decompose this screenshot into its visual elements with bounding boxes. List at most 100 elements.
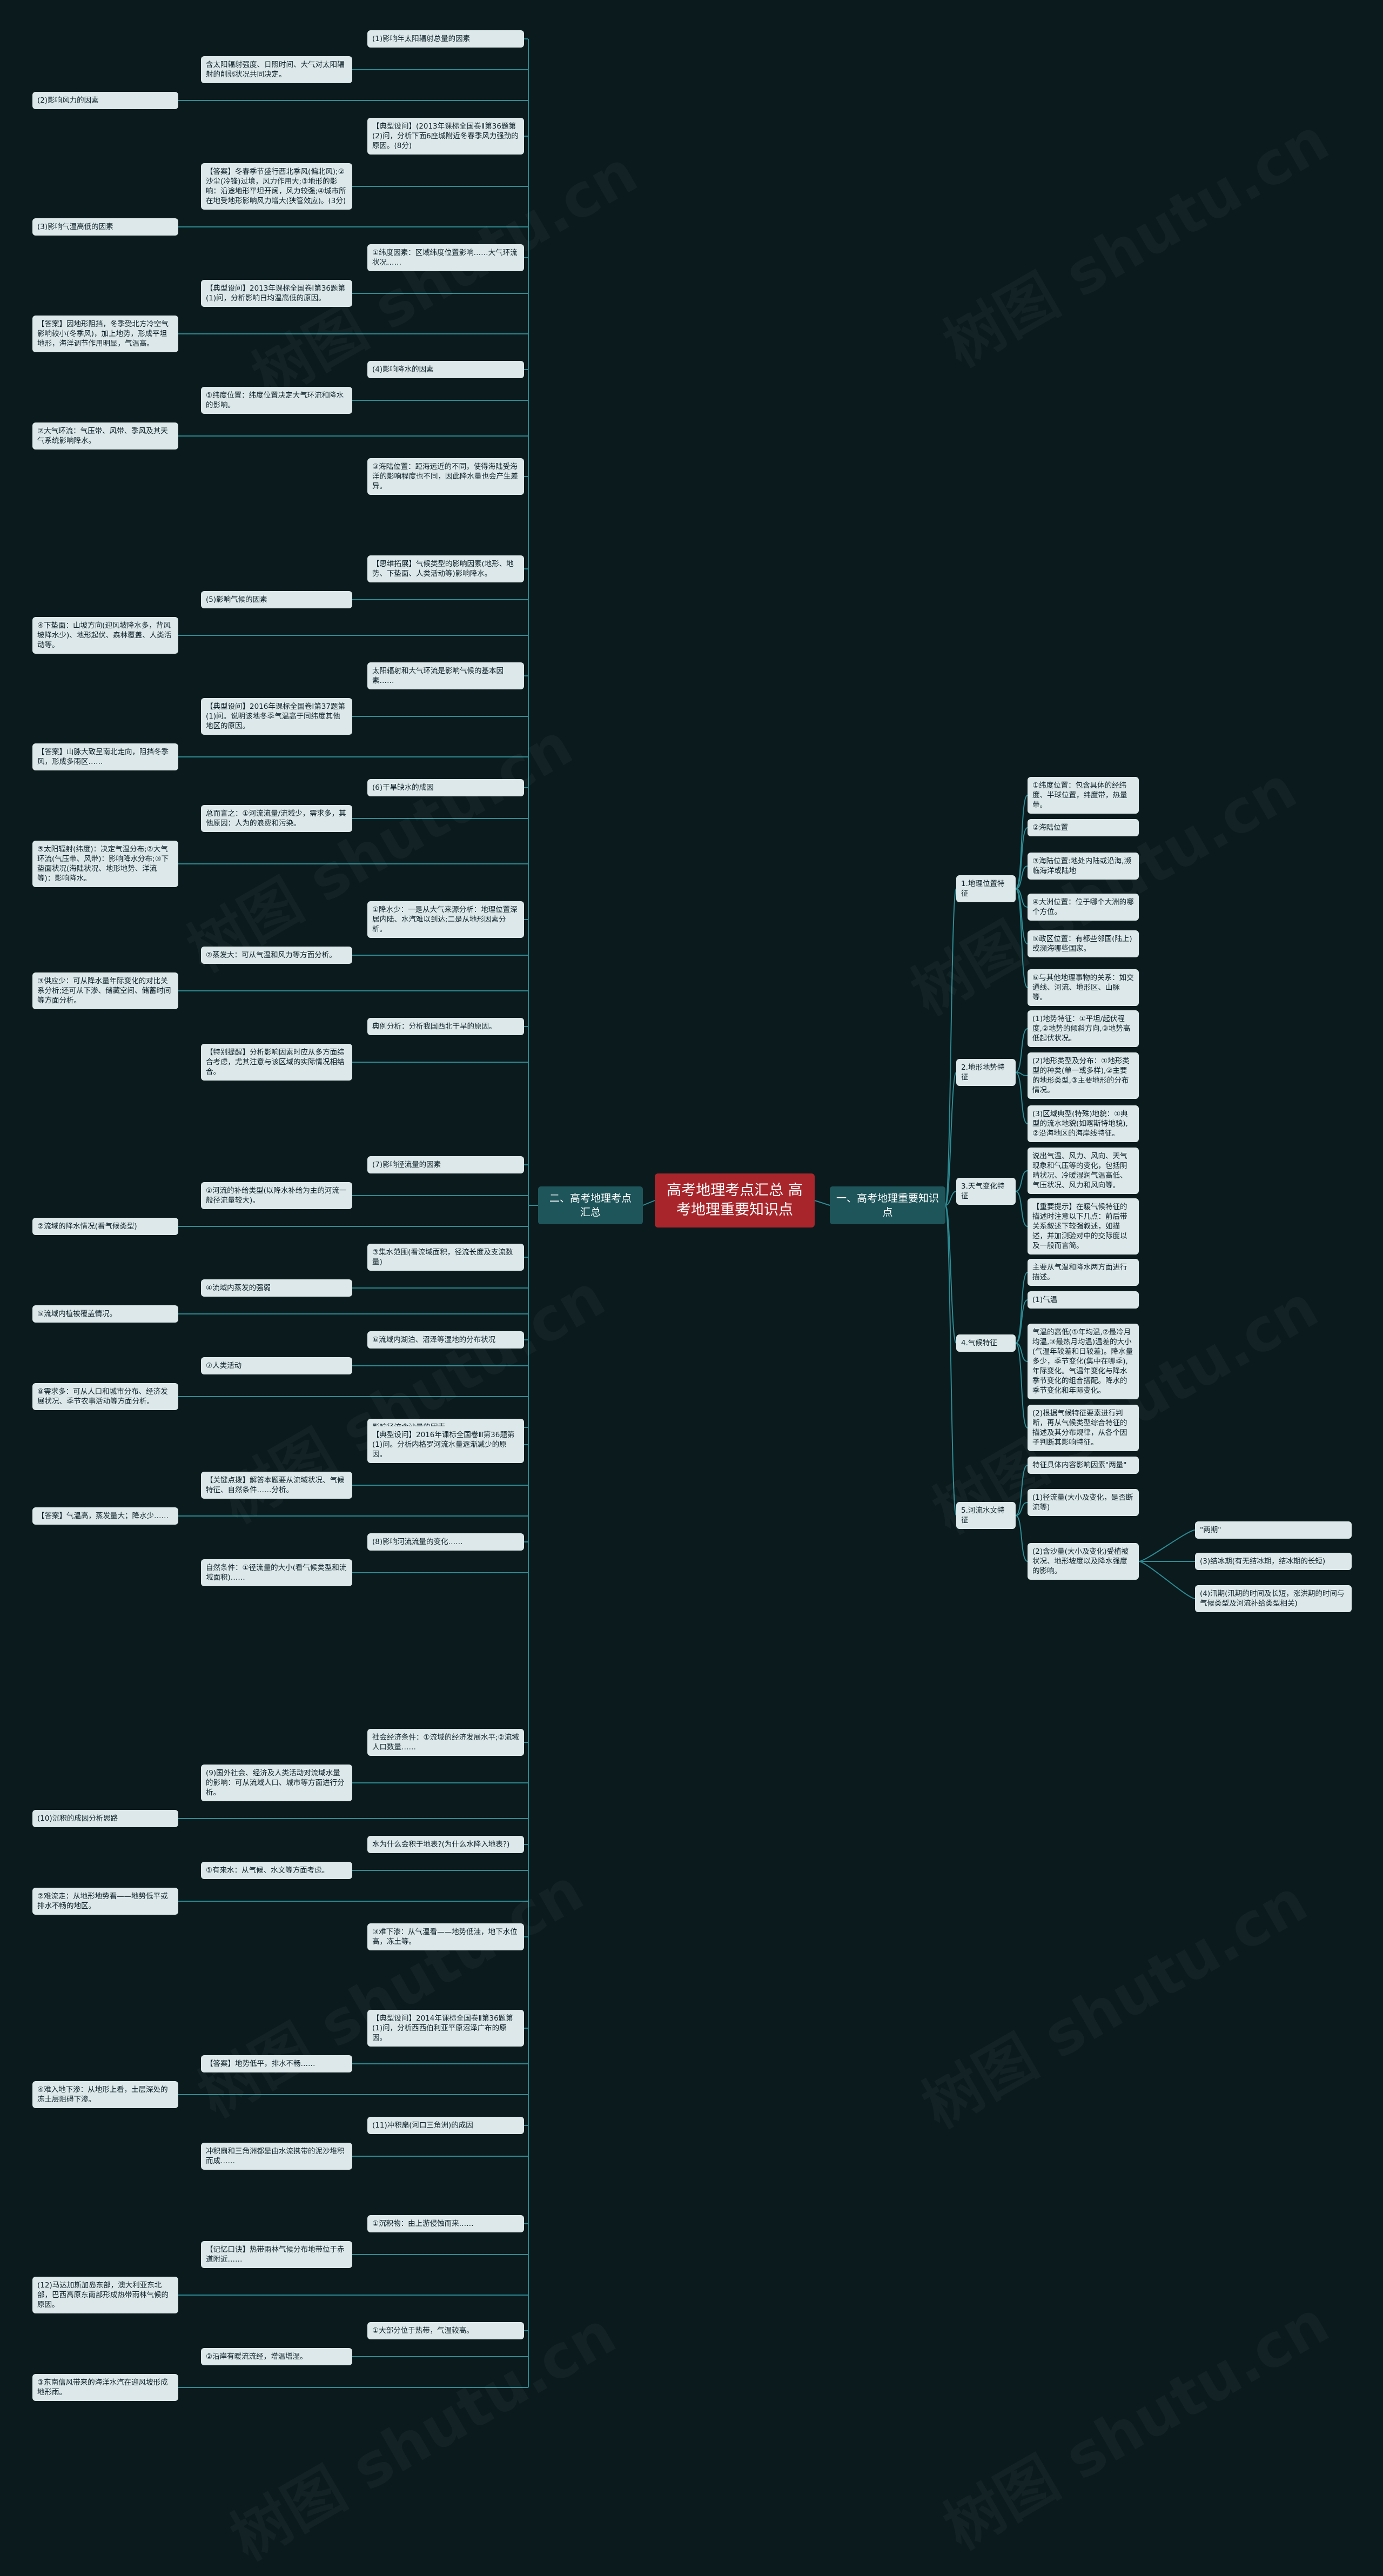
root-to-right <box>814 1200 830 1206</box>
left-section-3-item[interactable]: 【特别提醒】分析影响因素时应从多方面综合考虑，尤其注意与该区域的实际情况相结合。 <box>201 1044 352 1081</box>
left-section-7-item[interactable]: 【答案】地势低平，排水不畅…… <box>201 2055 352 2072</box>
left-section-6-item[interactable]: ②难流走：从地形地势看——地势低平或排水不畅的地区。 <box>32 1888 178 1915</box>
left-section-7-item[interactable]: 【典型设问】2014年课标全国卷Ⅱ第36题第(1)问，分析西西伯利亚平原沼泽广布… <box>367 2010 524 2047</box>
left-section-8-item[interactable]: ①大部分位于热带，气温较高。 <box>367 2322 524 2339</box>
left-section-7-item[interactable]: (11)冲积扇(河口三角洲)的成因 <box>367 2117 524 2134</box>
right-group-1-item[interactable]: ⑤政区位置：有都些邻国(陆上)或濒海哪些国家。 <box>1028 930 1139 957</box>
right-group-4-item[interactable]: 气温的高低(①年均温,②最冷月均温,③最热月均温)温差的大小(气温年较差和日较差… <box>1028 1324 1139 1399</box>
left-section-4-item[interactable]: ④流域内蒸发的强弱 <box>201 1279 352 1297</box>
left-section-1-item[interactable]: ②大气环流：气压带、风带、季风及其天气系统影响降水。 <box>32 422 178 450</box>
right-item-link <box>1015 827 1028 889</box>
left-section-3-item[interactable]: ①降水少：一是从大气来源分析：地理位置深居内陆、水汽难以到达;二是从地形因素分析… <box>367 901 524 938</box>
left-section-4-item[interactable]: ①河流的补给类型(以降水补给为主的河流一般径流量较大)。 <box>201 1182 352 1209</box>
left-section-7-item[interactable]: 冲积扇和三角洲都是由水流携带的泥沙堆积而成…… <box>201 2143 352 2170</box>
right-branch-link <box>945 888 957 1206</box>
left-section-8-item[interactable]: ①沉积物：由上游侵蚀而来…… <box>367 2215 524 2232</box>
left-section-8-item[interactable]: (12)马达加斯加岛东部，澳大利亚东北部，巴西高原东南部形成热带雨林气候的原因。 <box>32 2277 178 2313</box>
left-section-8-item[interactable]: ②沿岸有暖流流经，增温增湿。 <box>201 2348 352 2365</box>
left-section-1-item[interactable]: 【典型设问】2013年课标全国卷Ⅰ第36题第(1)问，分析影响日均温高低的原因。 <box>201 280 352 307</box>
left-section-2-item[interactable]: ④下垫面：山坡方向(迎风坡降水多，背风坡降水少)、地形起伏、森林覆盖、人类活动等… <box>32 617 178 654</box>
right-group-5-item[interactable]: 特征具体内容影响因素"两量" <box>1028 1457 1139 1474</box>
right-item-link <box>1015 1072 1028 1124</box>
right-group-5-item[interactable]: (4)汛期(汛期的时间及长短，涨洪期的时间与气候类型及河流补给类型相关) <box>1195 1585 1352 1612</box>
right-group-4[interactable]: 4.气候特征 <box>956 1334 1016 1352</box>
left-section-4-item[interactable]: ⑦人类活动 <box>201 1357 352 1374</box>
left-section-5-item[interactable]: (8)影响河流流量的变化…… <box>367 1533 524 1551</box>
left-section-4-item[interactable]: ③集水范围(看流域面积，径流长度及支流数量) <box>367 1244 524 1271</box>
left-section-6-item[interactable]: (10)沉积的成因分析思路 <box>32 1810 178 1827</box>
right-item-link <box>1015 1191 1028 1227</box>
right-group-3[interactable]: 3.天气变化特征 <box>956 1178 1016 1205</box>
left-section-2-item[interactable]: 【思维拓展】气候类型的影响因素(地形、地势、下垫面、人类活动等)影响降水。 <box>367 555 524 582</box>
left-section-1-item[interactable]: ①纬度位置：纬度位置决定大气环流和降水的影响。 <box>201 387 352 414</box>
left-section-1-item[interactable]: (4)影响降水的因素 <box>367 361 524 378</box>
left-section-3-item[interactable]: ③供应少：可从降水量年际变化的对比关系分析;还可从下渗、储藏空间、储蓄时间等方面… <box>32 972 178 1009</box>
left-section-1-item[interactable]: (1)影响年太阳辐射总量的因素 <box>367 30 524 48</box>
right-group-5-item[interactable]: "两期" <box>1195 1521 1352 1539</box>
left-section-6-item[interactable]: ①有来水：从气候、水文等方面考虑。 <box>201 1862 352 1879</box>
right-branch-link <box>945 1191 957 1206</box>
left-section-3-item[interactable]: ②蒸发大：可从气温和风力等方面分析。 <box>201 947 352 964</box>
branch-right[interactable]: 一、高考地理重要知识点 <box>830 1186 945 1224</box>
left-section-2-item[interactable]: 【典型设问】2016年课标全国卷Ⅰ第37题第(1)问。说明该地冬季气温高于同纬度… <box>201 698 352 735</box>
right-item-link <box>1015 1502 1028 1516</box>
root-topic[interactable]: 高考地理考点汇总 高考地理重要知识点 <box>655 1173 815 1227</box>
left-section-2-item[interactable]: 【答案】山脉大致呈南北走向，阻挡冬季风，形成多雨区…… <box>32 743 178 770</box>
left-section-4-item[interactable]: (7)影响径流量的因素 <box>367 1156 524 1173</box>
left-section-6-item[interactable]: ③难下渗：从气温看——地势低洼，地下水位高，冻土等。 <box>367 1923 524 1950</box>
left-section-5-item[interactable]: 自然条件：①径流量的大小(看气候类型和流域面积)…… <box>201 1559 352 1586</box>
left-section-6-item[interactable]: 水为什么会积于地表?(为什么水降入地表?) <box>367 1836 524 1853</box>
root-to-left <box>642 1200 655 1206</box>
left-section-1-item[interactable]: (2)影响风力的因素 <box>32 92 178 109</box>
left-section-1-item[interactable]: 【典型设问】(2013年课标全国卷Ⅱ第36题第(2)问，分析下面6座城附近冬春季… <box>367 118 524 155</box>
left-section-2-item[interactable]: (6)干旱缺水的成因 <box>367 779 524 796</box>
right-group-5-item[interactable]: (1)径流量(大小及变化，是否断流等) <box>1028 1489 1139 1516</box>
right-group-4-item[interactable]: (2)根据气候特征要素进行判断，再从气候类型综合特征的描述及其分布规律，从各个因… <box>1028 1405 1139 1451</box>
right-group-3-item[interactable]: 【重要提示】在暖气候特征的描述时注意以下几点：前后带关系叙述下较强叙述，如描述，… <box>1028 1198 1139 1255</box>
right-group-5-item[interactable]: (2)含沙量(大小及变化)受植被状况、地形坡度以及降水强度的影响。 <box>1028 1543 1139 1580</box>
left-section-7-item[interactable]: ④难入地下渗：从地形上看，土层深处的冻土层阻碍下渗。 <box>32 2081 178 2108</box>
left-section-4-item[interactable]: ⑤流域内植被覆盖情况。 <box>32 1305 178 1323</box>
left-section-1-item[interactable]: (3)影响气温高低的因素 <box>32 218 178 236</box>
right-group-5-item[interactable]: (3)结冰期(有无结冰期，结冰期的长短) <box>1195 1553 1352 1570</box>
left-section-4-item[interactable]: ⑥流域内湖泊、沼泽等湿地的分布状况 <box>367 1331 524 1349</box>
left-section-5-item[interactable]: 【典型设问】2016年课标全国卷Ⅲ第36题第(1)问。分析内格罗河流水量逐渐减少… <box>367 1426 524 1463</box>
right-group-4-item[interactable]: 主要从气温和降水两方面进行描述。 <box>1028 1259 1139 1286</box>
left-section-1-item[interactable]: 【答案】冬春季节盛行西北季风(偏北风);②沙尘(冷锋)过境，风力作用大;③地形的… <box>201 163 352 210</box>
left-section-2-item[interactable]: 太阳辐射和大气环流是影响气候的基本因素…… <box>367 662 524 689</box>
left-section-1-item[interactable]: ①纬度因素：区域纬度位置影响……大气环流状况…… <box>367 244 524 271</box>
left-section-2-item[interactable]: 总而言之：①河流流量/流域少，需求多，其他原因：人为的浪费和污染。 <box>201 805 352 832</box>
right-group-2-item[interactable]: (3)区域典型(特殊)地貌：①典型的流水地貌(如喀斯特地貌),②沿海地区的海岸线… <box>1028 1105 1139 1142</box>
right-group-1[interactable]: 1.地理位置特征 <box>956 875 1016 902</box>
left-section-8-item[interactable]: 【记忆口诀】热带雨林气候分布地带位于赤道附近…… <box>201 2241 352 2268</box>
mind-map: 树图 shutu.cn树图 shutu.cn树图 shutu.cn树图 shut… <box>32 30 1352 2401</box>
left-section-6-item[interactable]: (9)国外社会、经济及人类活动对流域水量的影响：可从流域人口、城市等方面进行分析… <box>201 1765 352 1801</box>
right-item-link <box>1015 1028 1028 1073</box>
right-item-link <box>1138 1561 1196 1599</box>
right-group-1-item[interactable]: ⑥与其他地理事物的关系：如交通线、河流、地形区、山脉等。 <box>1028 969 1139 1006</box>
left-section-2-item[interactable]: (5)影响气候的因素 <box>201 591 352 608</box>
right-group-3-item[interactable]: 说出气温、风力、风向、天气现象和气压等的变化，包括阴晴状况、冷暖湿润气温高低、气… <box>1028 1148 1139 1194</box>
left-section-5-item[interactable]: 【答案】气温高，蒸发量大；降水少…… <box>32 1507 178 1525</box>
right-group-2[interactable]: 2.地形地势特征 <box>956 1059 1016 1086</box>
right-group-2-item[interactable]: (1)地势特征：①平坦/起伏程度,②地势的倾斜方向,③地势高低起伏状况。 <box>1028 1010 1139 1047</box>
left-section-1-item[interactable]: 含太阳辐射强度、日照时间、大气对太阳辐射的削弱状况共同决定。 <box>201 56 352 83</box>
right-group-4-item[interactable]: (1)气温 <box>1028 1291 1139 1309</box>
right-group-5[interactable]: 5.河流水文特征 <box>956 1502 1016 1529</box>
right-group-1-item[interactable]: ①纬度位置：包含具体的经纬度、半球位置，纬度带，热量带。 <box>1028 777 1139 814</box>
right-group-1-item[interactable]: ④大洲位置：位于哪个大洲的哪个方位。 <box>1028 894 1139 921</box>
left-section-8-item[interactable]: ③东南信风带来的海洋水汽在迎风坡形成地形雨。 <box>32 2374 178 2401</box>
right-item-link <box>1015 1465 1028 1516</box>
branch-left[interactable]: 二、高考地理考点汇总 <box>538 1186 643 1224</box>
left-section-4-item[interactable]: ②流域的降水情况(看气候类型) <box>32 1218 178 1235</box>
left-section-2-item[interactable]: ⑤太阳辐射(纬度)：决定气温分布;②大气环流(气压带、风带)：影响降水分布;③下… <box>32 841 178 887</box>
left-section-6-item[interactable]: 社会经济条件：①流域的经济发展水平;②流域人口数量…… <box>367 1729 524 1756</box>
right-group-1-item[interactable]: ③海陆位置:地处内陆或沿海,濒临海洋或陆地 <box>1028 853 1139 880</box>
left-section-4-item[interactable]: ⑧需求多：可从人口和城市分布、经济发展状况、季节农事活动等方面分析。 <box>32 1383 178 1410</box>
right-group-2-item[interactable]: (2)地形类型及分布：①地形类型的种类(单一或多样),②主要的地形类型,③主要地… <box>1028 1052 1139 1099</box>
left-section-5-item[interactable]: 【关键点拨】解答本题要从流域状况、气候特征、自然条件……分析。 <box>201 1472 352 1499</box>
left-section-3-item[interactable]: 典例分析：分析我国西北干旱的原因。 <box>367 1018 524 1035</box>
right-group-1-item[interactable]: ②海陆位置 <box>1028 819 1139 836</box>
left-section-1-item[interactable]: ③海陆位置：距海远近的不同，使得海陆受海洋的影响程度也不同，因此降水量也会产生差… <box>367 458 524 495</box>
left-section-1-item[interactable]: 【答案】因地形阻挡，冬季受北方冷空气影响较小(冬季风)，加上地势，形成平坦地形，… <box>32 316 178 352</box>
